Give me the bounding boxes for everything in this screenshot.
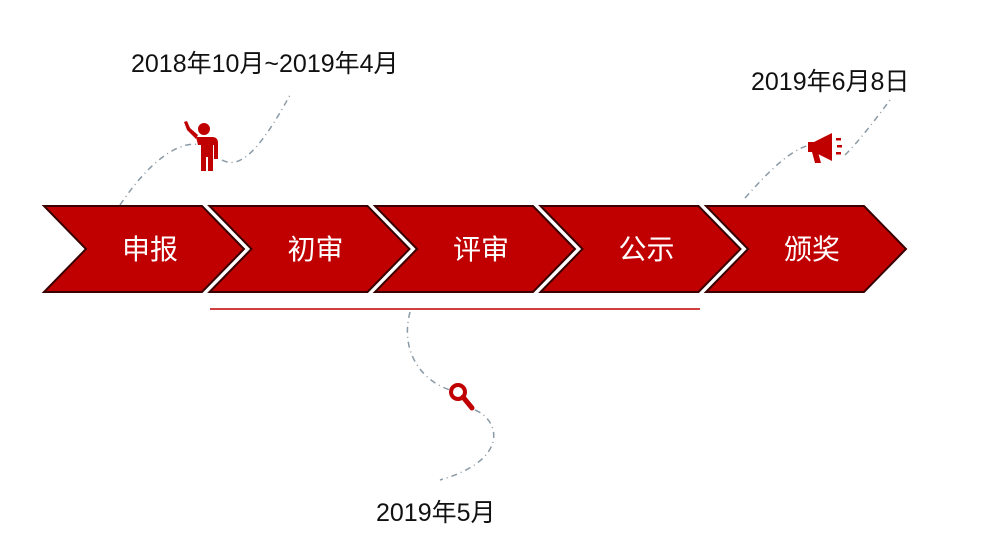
person-waving-icon [184,121,218,171]
chevron-shape [41,205,246,293]
step-chevron-3: 评审 [372,205,577,293]
step-label: 公示 [618,233,674,266]
date-award: 2019年6月8日 [751,68,910,96]
connector-review [406,311,495,481]
magnifier-icon [449,383,475,411]
chevron-shape [538,205,742,293]
step-chevron-5: 颁奖 [703,205,908,293]
date-apply: 2018年10月~2019年4月 [131,50,399,78]
step-label: 颁奖 [784,233,840,266]
connector-apply [119,94,291,206]
megaphone-icon [808,133,842,163]
step-label: 评审 [453,233,509,266]
date-review: 2019年5月 [376,499,496,527]
chevron-shape [372,205,577,293]
step-label: 初审 [287,233,343,266]
chevron-shape [207,205,411,293]
step-chevron-2: 初审 [207,205,411,293]
step-label: 申报 [122,233,178,266]
chevron-shape [703,205,908,293]
step-chevron-1: 申报 [41,205,246,293]
step-chevron-4: 公示 [538,205,742,293]
connector-award [744,99,891,199]
